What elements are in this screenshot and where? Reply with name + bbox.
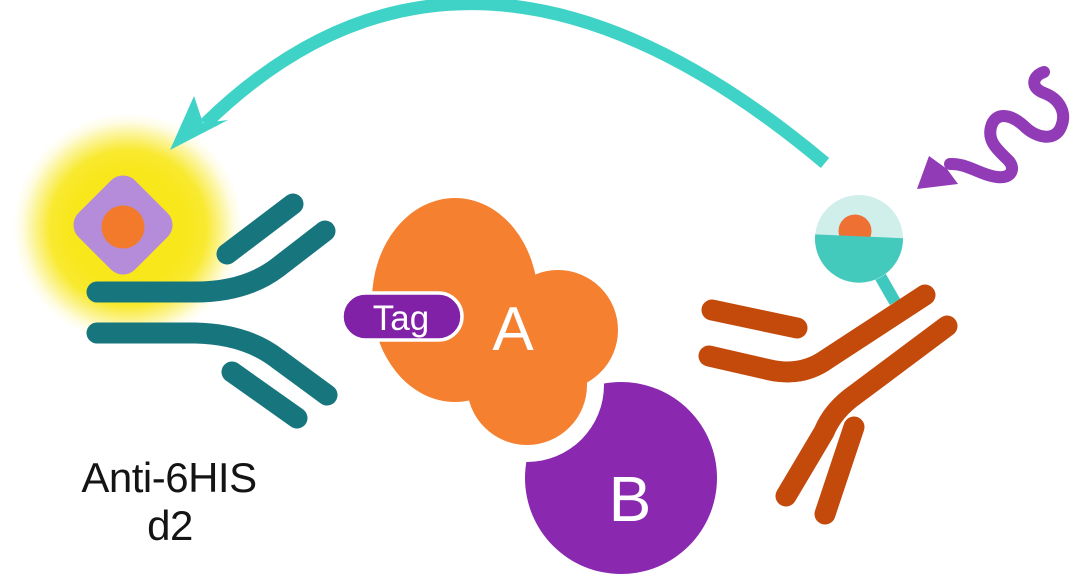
donor-fluorophore-icon: [815, 195, 904, 283]
protein-b-label: B: [609, 463, 652, 535]
fret-arrowhead-icon: [170, 96, 228, 150]
donor-antibody-group: [698, 195, 958, 525]
tag-pill-shape: [340, 291, 464, 342]
d2-acceptor-icon: [73, 175, 173, 275]
fret-transfer-arrow: [170, 0, 830, 168]
excitation-arrowhead-icon: [917, 156, 958, 189]
donor-antibody-accent-lower: [814, 416, 865, 525]
acceptor-antibody-accent-lower: [221, 361, 308, 429]
acceptor-antibody-arm-upper: [86, 220, 336, 303]
acceptor-antibody-arm-lower: [86, 322, 338, 406]
acceptor-antibody-accent-upper: [216, 193, 304, 265]
protein-a-bottom-lobe: [467, 325, 587, 445]
tag-label: Tag: [373, 299, 429, 338]
protein-a-label: A: [492, 295, 534, 364]
donor-bead-fill: [815, 234, 904, 283]
donor-antibody-accent-upper: [701, 299, 808, 339]
acceptor-label-line1: Anti-6HIS: [81, 454, 256, 501]
donor-antibody-arm-lower: [775, 315, 958, 507]
acceptor-caption: Anti-6HIS d2: [81, 454, 257, 549]
acceptor-antibody-anti6his-d2: [86, 193, 338, 429]
excitation-light-arrow: [917, 66, 1070, 189]
acceptor-label-line2: d2: [147, 502, 193, 549]
d2-core-dot-icon: [101, 205, 145, 249]
excitation-squiggle: [944, 66, 1070, 184]
donor-antibody-arm-upper: [698, 284, 936, 383]
tag-pill: Tag: [340, 291, 464, 342]
fret-transfer-arc: [200, 0, 830, 168]
